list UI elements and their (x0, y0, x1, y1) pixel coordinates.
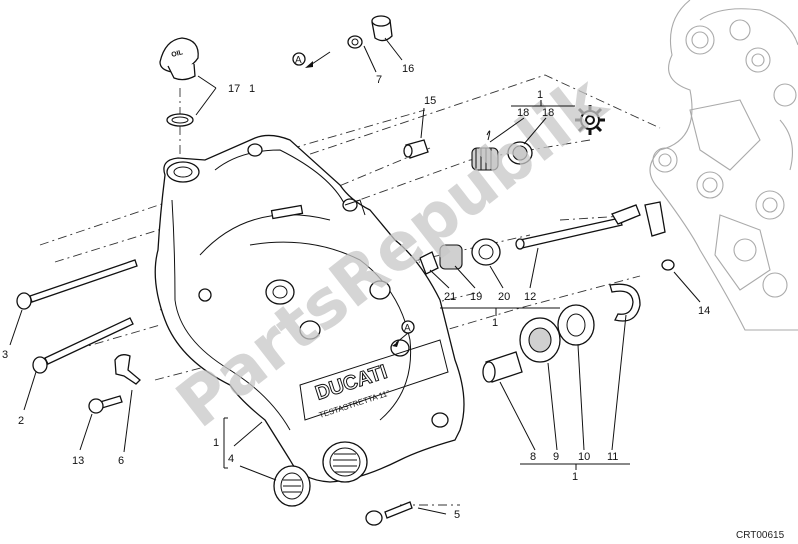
callout-20: 12 (524, 291, 536, 303)
callout-9: 9 (553, 451, 559, 463)
callout-1-lower-group: 1 (572, 471, 578, 483)
callout-12: 14 (698, 305, 710, 317)
cover-ref-marker: A (404, 323, 411, 334)
callout-3: 3 (2, 349, 8, 361)
callout-4: 4 (228, 453, 234, 465)
callout-5: 5 (454, 509, 460, 521)
callout-10: 10 (578, 451, 590, 463)
callout-7: 7 (376, 74, 382, 86)
callout-2: 2 (18, 415, 24, 427)
background-crankcase (649, 0, 798, 331)
callout-18-upper: 18 (542, 107, 554, 119)
callout-17: 18 (517, 107, 529, 119)
callout-1-oil-cap: 1 (249, 83, 255, 95)
callout-18-lower: 19 (470, 291, 482, 303)
callout-8: 8 (530, 451, 536, 463)
bolts (16, 259, 413, 526)
seal-plug (273, 465, 311, 507)
dowel-pin (403, 139, 429, 159)
callout-11: 11 (607, 451, 618, 463)
pushrod-assembly (419, 201, 666, 275)
callout-15: 17 (228, 83, 240, 95)
clutch-cover: DUCATI TESTASTRETTA 11° A (154, 134, 465, 483)
oil-cap-text: OIL (171, 49, 185, 59)
callout-leaders (9, 37, 701, 515)
callout-16: 13 (72, 455, 84, 467)
callout-19: 20 (498, 291, 510, 303)
top-parts: A (292, 15, 393, 68)
callout-labels: 17 1 7 16 15 1 18 18 21 19 20 12 1 14 8 … (2, 63, 710, 521)
gear-icon (575, 105, 605, 135)
slave-cylinder-parts (482, 259, 675, 383)
callout-21: 21 (444, 291, 456, 303)
drawing-code: CRT00615 (736, 530, 785, 541)
oil-filler-cap: OIL (159, 37, 199, 127)
callout-1-cover: 1 (213, 437, 219, 449)
callout-6: 6 (118, 455, 124, 467)
spring-and-bearing-upper (471, 130, 533, 171)
callout-14: 16 (402, 63, 414, 75)
callout-1-top-group: 1 (537, 89, 543, 101)
callout-13: 15 (424, 95, 436, 107)
top-ref-marker: A (295, 55, 302, 66)
callout-1-middle-group: 1 (492, 317, 498, 329)
